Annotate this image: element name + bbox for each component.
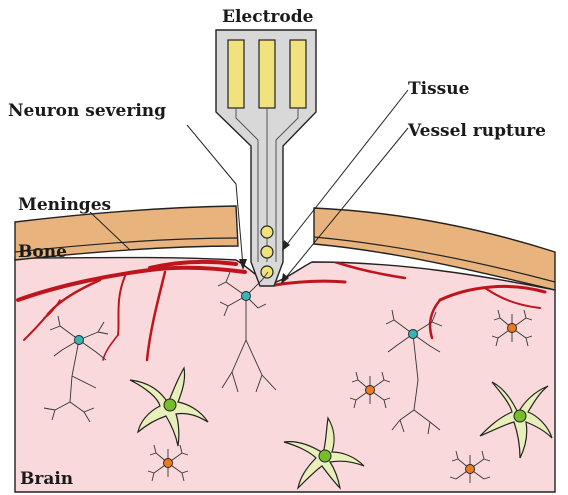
electrode-site [261,246,273,258]
electrode-pad [228,40,244,108]
neuron-soma [75,336,84,345]
electrode-pad [290,40,306,108]
electrode [216,30,316,286]
neuron-soma [242,292,251,301]
electrode-site [261,226,273,238]
electrode-label: Electrode [222,7,314,27]
electrode-site [261,266,273,278]
microglia-nucleus [164,459,173,468]
microglia-nucleus [508,324,517,333]
brain-tissue [15,258,555,493]
astrocyte-nucleus [514,410,526,422]
microglia-nucleus [466,465,475,474]
electrode-pad [259,40,275,108]
astrocyte-nucleus [319,450,331,462]
microglia-nucleus [366,386,375,395]
astrocyte-nucleus [164,399,176,411]
neuron-soma [409,330,418,339]
bone-label: Bone [18,242,67,262]
meninges-label: Meninges [18,195,111,215]
neuron-severing-label: Neuron severing [8,101,166,121]
tissue-label: Tissue [408,79,470,99]
vessel-rupture-pointer [283,128,408,281]
brain-label: Brain [20,469,73,489]
vessel-rupture-label: Vessel rupture [407,121,546,141]
